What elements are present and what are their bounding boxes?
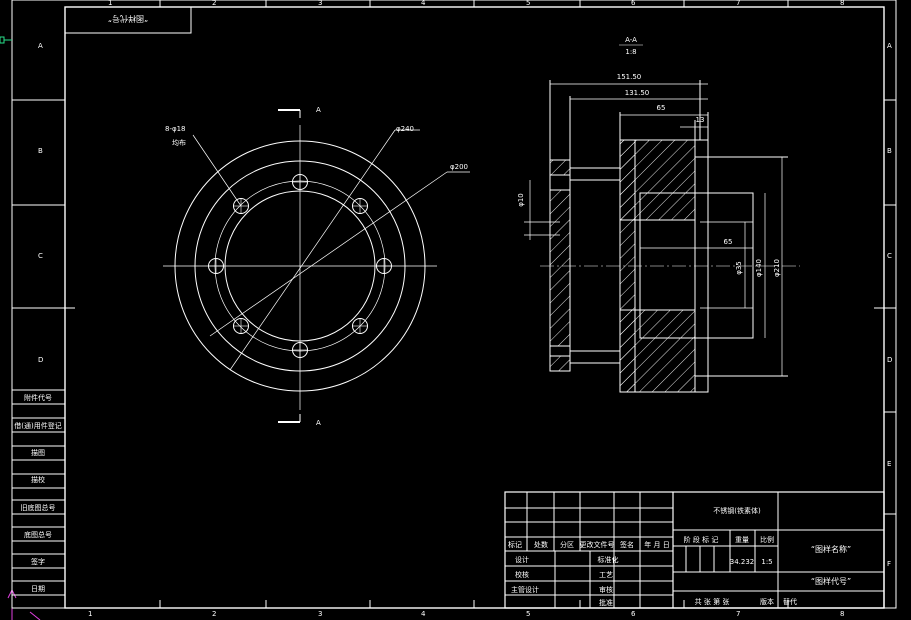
- code-stamp-text: “图样代号”: [108, 14, 148, 24]
- zone-top-1: 1: [108, 0, 112, 7]
- role-check: 校核: [515, 570, 529, 579]
- code-stamp-box: “图样代号”: [64, 6, 192, 34]
- section-mark-top: A: [316, 106, 321, 114]
- dim-dia-35: φ35: [735, 261, 743, 275]
- zone-top-7: 7: [736, 0, 740, 7]
- ucs-marker: [0, 36, 12, 44]
- zone-top-2: 2: [212, 0, 216, 7]
- zone-left-b: B: [38, 147, 43, 155]
- hole-note-sub: 均布: [172, 138, 186, 147]
- title-block: [504, 491, 885, 609]
- scale-value: 1:5: [761, 558, 772, 566]
- replace-label: 替代: [783, 597, 797, 606]
- zone-right-a: A: [887, 42, 892, 50]
- role-review: 审核: [599, 585, 613, 594]
- zone-top-4: 4: [421, 0, 426, 7]
- zone-right-d: D: [887, 356, 892, 364]
- dim-65-top: 65: [657, 104, 666, 112]
- section-view: [524, 80, 800, 393]
- scale-label: 比例: [760, 535, 774, 544]
- front-view-annotations: A A 8-φ18 均布 φ240 φ200: [165, 106, 468, 427]
- side-register-labels: 附件代号 借(通)用件登记 描图 描校 旧底图总号 底图总号 签字 日期: [14, 393, 61, 593]
- leader-200: [209, 171, 448, 337]
- role-design: 设计: [515, 555, 529, 564]
- front-view: [163, 109, 470, 423]
- side-header: 附件代号: [24, 393, 52, 402]
- dim-65-mid: 65: [724, 238, 733, 246]
- leader-240: [229, 129, 396, 371]
- section-scale: 1:8: [625, 48, 636, 56]
- zone-top-3: 3: [318, 0, 322, 7]
- role-chief: 主管设计: [511, 585, 539, 594]
- dim-151-50: 151.50: [617, 73, 642, 81]
- sheet-frame: [11, 0, 897, 609]
- sheet-count: 共 张 第 张: [695, 597, 730, 606]
- side-row-2: 描图: [31, 448, 45, 457]
- zone-left-a: A: [38, 42, 43, 50]
- weight-label: 重量: [735, 536, 749, 544]
- role-approve: 批准: [599, 598, 613, 607]
- side-row-6: 签字: [31, 557, 45, 566]
- side-row-1: 借(通)用件登记: [14, 421, 61, 430]
- role-process: 工艺: [599, 571, 613, 579]
- side-row-7: 日期: [31, 585, 45, 593]
- zone-bottom-3: 3: [318, 610, 322, 618]
- drawing-code: “图样代号”: [811, 576, 851, 586]
- dim-dia-210: φ210: [773, 259, 781, 277]
- zone-right-e: E: [887, 460, 891, 468]
- side-row-3: 描校: [31, 475, 45, 484]
- weight-value: 34.232: [730, 558, 755, 566]
- section-title: A-A: [625, 36, 637, 44]
- side-row-4: 旧底图总号: [21, 503, 56, 512]
- role-standard: 标准化: [598, 555, 619, 564]
- zone-bottom-5: 5: [526, 610, 530, 618]
- section-view-annotations: A-A 1:8 151.50 131.50 65 13 65 φ10 φ35 φ…: [517, 36, 781, 277]
- rev-header-sign: 签名: [620, 540, 634, 549]
- dim-131-50: 131.50: [625, 89, 650, 97]
- zone-top-5: 5: [526, 0, 530, 7]
- rev-header-zone: 分区: [560, 540, 574, 549]
- zone-bottom-4: 4: [421, 610, 426, 618]
- hole-note: 8-φ18: [165, 125, 186, 133]
- zone-bottom-7: 7: [736, 610, 740, 618]
- zone-right-c: C: [887, 252, 892, 260]
- rev-header-docno: 更改文件号: [580, 540, 615, 549]
- dim-dia-10: φ10: [517, 193, 525, 207]
- zone-bottom-2: 2: [212, 610, 216, 618]
- rev-header-date: 年 月 日: [644, 540, 669, 549]
- side-register-table: [11, 389, 66, 609]
- zone-top-8: 8: [840, 0, 844, 7]
- section-mark-bottom: A: [316, 419, 321, 427]
- side-row-5: 底图总号: [24, 530, 52, 539]
- zone-bottom-6: 6: [631, 610, 636, 618]
- rev-header-mark: 标记: [508, 540, 522, 549]
- title-block-text: 标记 处数 分区 更改文件号 签名 年 月 日 设计 校核 主管设计 标准化 工…: [508, 506, 851, 607]
- rev-header-count: 处数: [534, 540, 548, 549]
- dim-dia-140: φ140: [755, 259, 763, 277]
- zone-right-b: B: [887, 147, 892, 155]
- drawing-name: “图样名称”: [811, 544, 851, 554]
- dim-dia-200: φ200: [450, 163, 468, 171]
- zone-top-6: 6: [631, 0, 636, 7]
- zone-left-d: D: [38, 356, 43, 364]
- zone-labels: 1 2 3 4 5 6 7 8 1 2 3 4 5 6 7 8 A B C D …: [38, 0, 892, 618]
- zone-left-c: C: [38, 252, 43, 260]
- version-label: 版本: [760, 597, 774, 606]
- dim-dia-240: φ240: [396, 125, 414, 133]
- zone-bottom-1: 1: [88, 610, 92, 618]
- zone-right-f: F: [887, 560, 891, 568]
- dim-13: 13: [696, 116, 705, 124]
- material: 不锈钢(铁素体): [713, 506, 761, 515]
- zone-bottom-8: 8: [840, 610, 844, 618]
- stage-label: 阶 段 标 记: [684, 535, 719, 544]
- leader-holes: [192, 134, 242, 207]
